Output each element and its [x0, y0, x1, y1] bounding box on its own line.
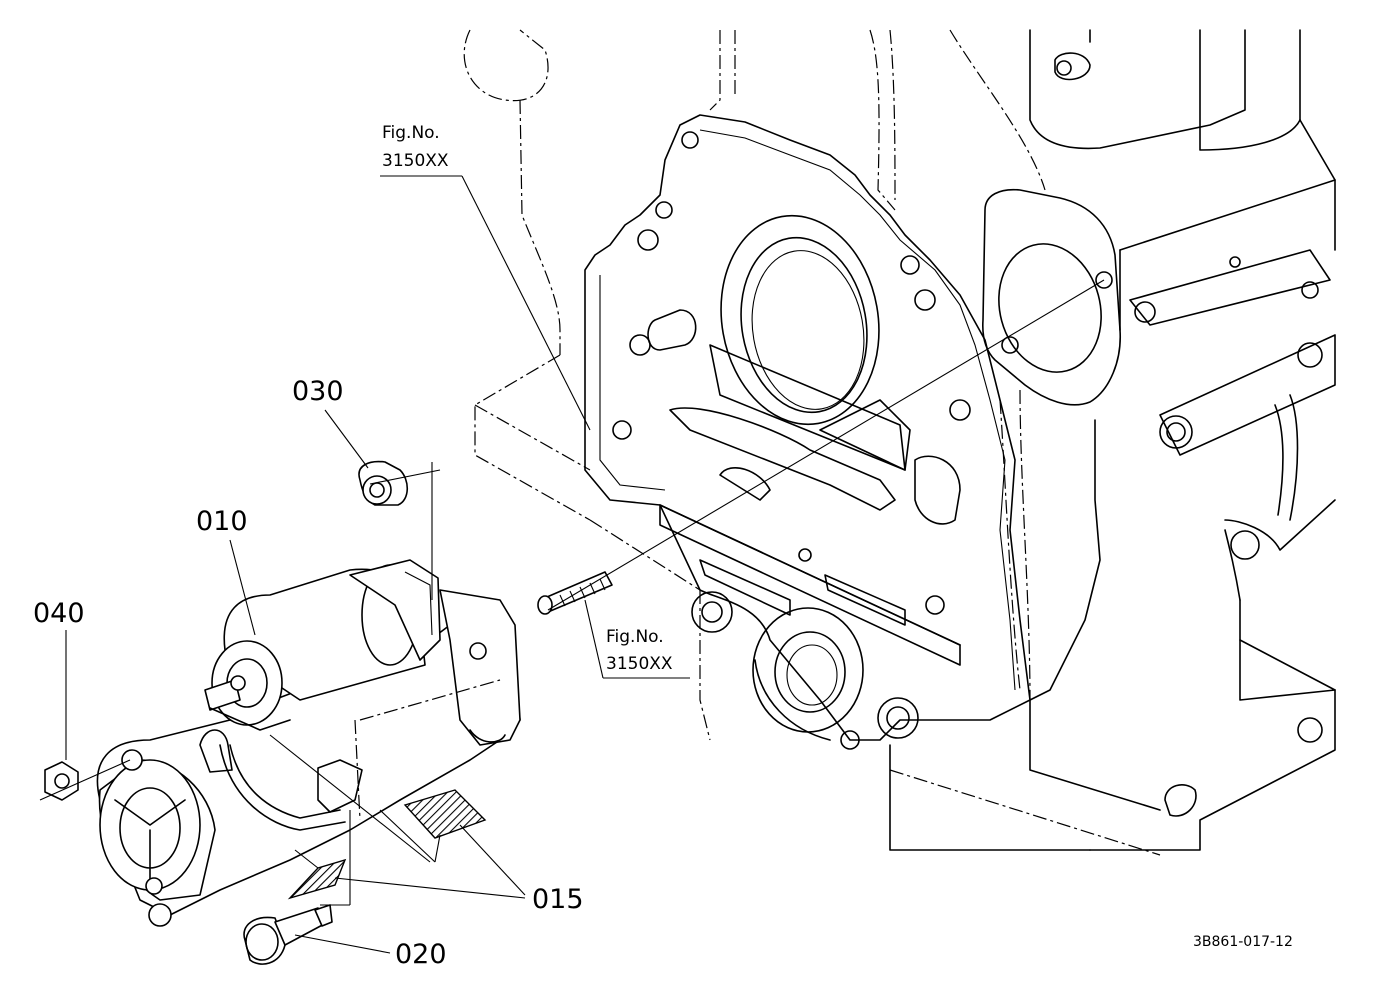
- fig-ref-2-line1: Fig.No.: [606, 627, 664, 647]
- fig-ref-2-line2: 3150XX: [606, 654, 673, 674]
- callout-015: 015: [532, 884, 584, 915]
- callout-040: 040: [33, 598, 85, 629]
- assembly-lines: [39, 279, 1105, 906]
- engine-block-outline: [463, 29, 1336, 856]
- fig-ref-1-line1: Fig.No.: [382, 123, 440, 143]
- bolt-020: [243, 904, 333, 965]
- shim-015-lower: [287, 858, 347, 900]
- nut-030: [358, 460, 409, 506]
- callout-030: 030: [292, 376, 344, 407]
- gear-case-plate: [584, 114, 1031, 750]
- shim-015-upper: [403, 789, 487, 839]
- drawing-code: 3B861-017-12: [1193, 934, 1293, 950]
- fig-ref-1-line2: 3150XX: [382, 151, 449, 171]
- leader-lines: [65, 175, 690, 954]
- callout-010: 010: [196, 506, 248, 537]
- starter-motor: [96, 559, 521, 927]
- callout-020: 020: [395, 939, 447, 970]
- nut-040: [44, 761, 79, 801]
